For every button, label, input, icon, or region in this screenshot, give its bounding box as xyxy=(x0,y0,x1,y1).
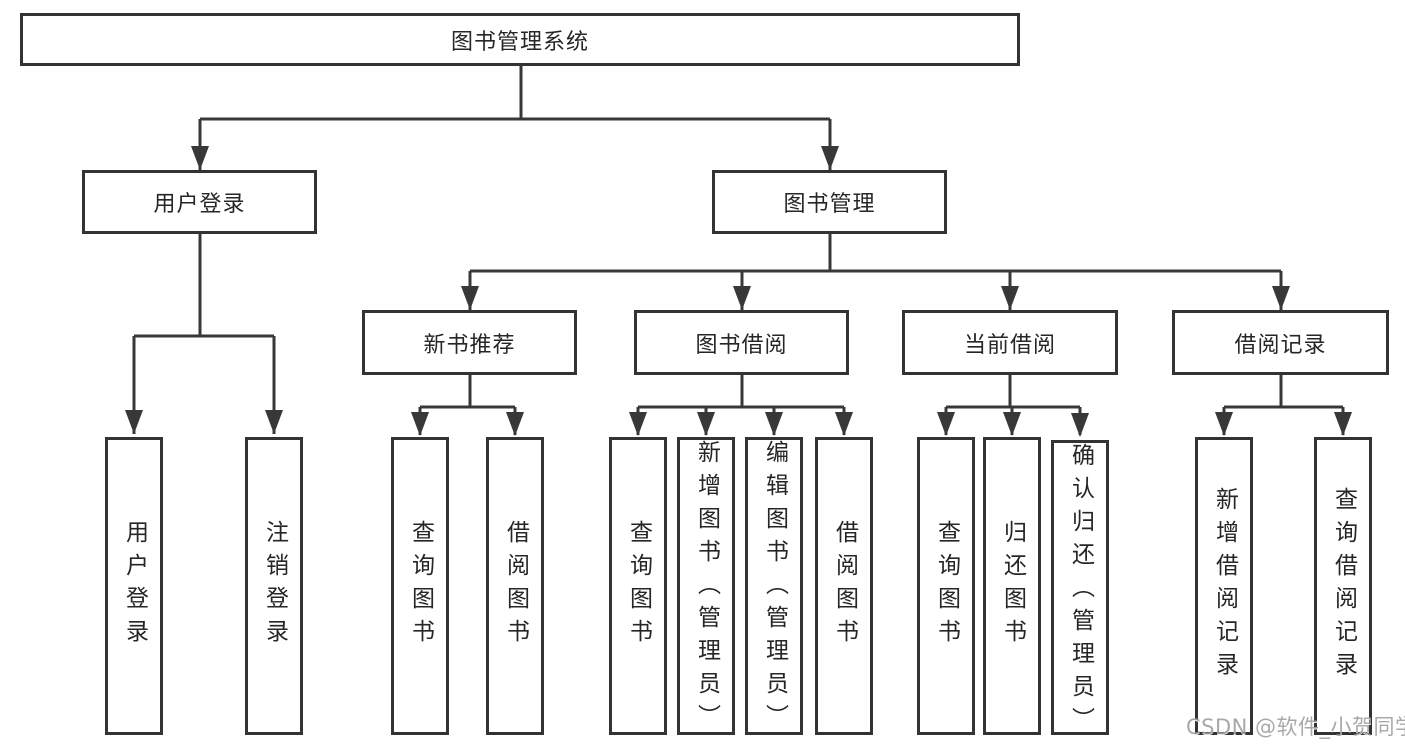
node-book-borrowing: 图书借阅 xyxy=(634,310,849,375)
node-new-book-recommend: 新书推荐 xyxy=(362,310,577,375)
node-book-management: 图书管理 xyxy=(712,170,947,234)
node-current-borrowing: 当前借阅 xyxy=(902,310,1118,375)
leaf-newbook-query-books: 查询图书 xyxy=(391,437,449,735)
node-user-login: 用户登录 xyxy=(82,170,317,234)
leaf-user-login: 用户登录 xyxy=(105,437,163,735)
node-root: 图书管理系统 xyxy=(20,13,1020,66)
leaf-borrowing-edit-books-admin: 编辑图书（管理员） xyxy=(745,437,803,737)
leaf-logout: 注销登录 xyxy=(245,437,303,735)
leaf-borrowing-query-books: 查询图书 xyxy=(609,437,667,735)
leaf-current-query-books: 查询图书 xyxy=(917,437,975,735)
leaf-records-query-record: 查询借阅记录 xyxy=(1314,437,1372,735)
leaf-newbook-borrow-books: 借阅图书 xyxy=(486,437,544,735)
leaf-current-confirm-return-admin: 确认归还（管理员） xyxy=(1051,440,1109,740)
leaf-borrowing-add-books-admin: 新增图书（管理员） xyxy=(677,437,735,737)
leaf-borrowing-borrow-books: 借阅图书 xyxy=(815,437,873,735)
leaf-records-add-record: 新增借阅记录 xyxy=(1195,437,1253,735)
node-borrowing-records: 借阅记录 xyxy=(1172,310,1389,375)
leaf-current-return-books: 归还图书 xyxy=(983,437,1041,735)
csdn-watermark: CSDN @软件_小贺同学 xyxy=(1186,715,1405,739)
